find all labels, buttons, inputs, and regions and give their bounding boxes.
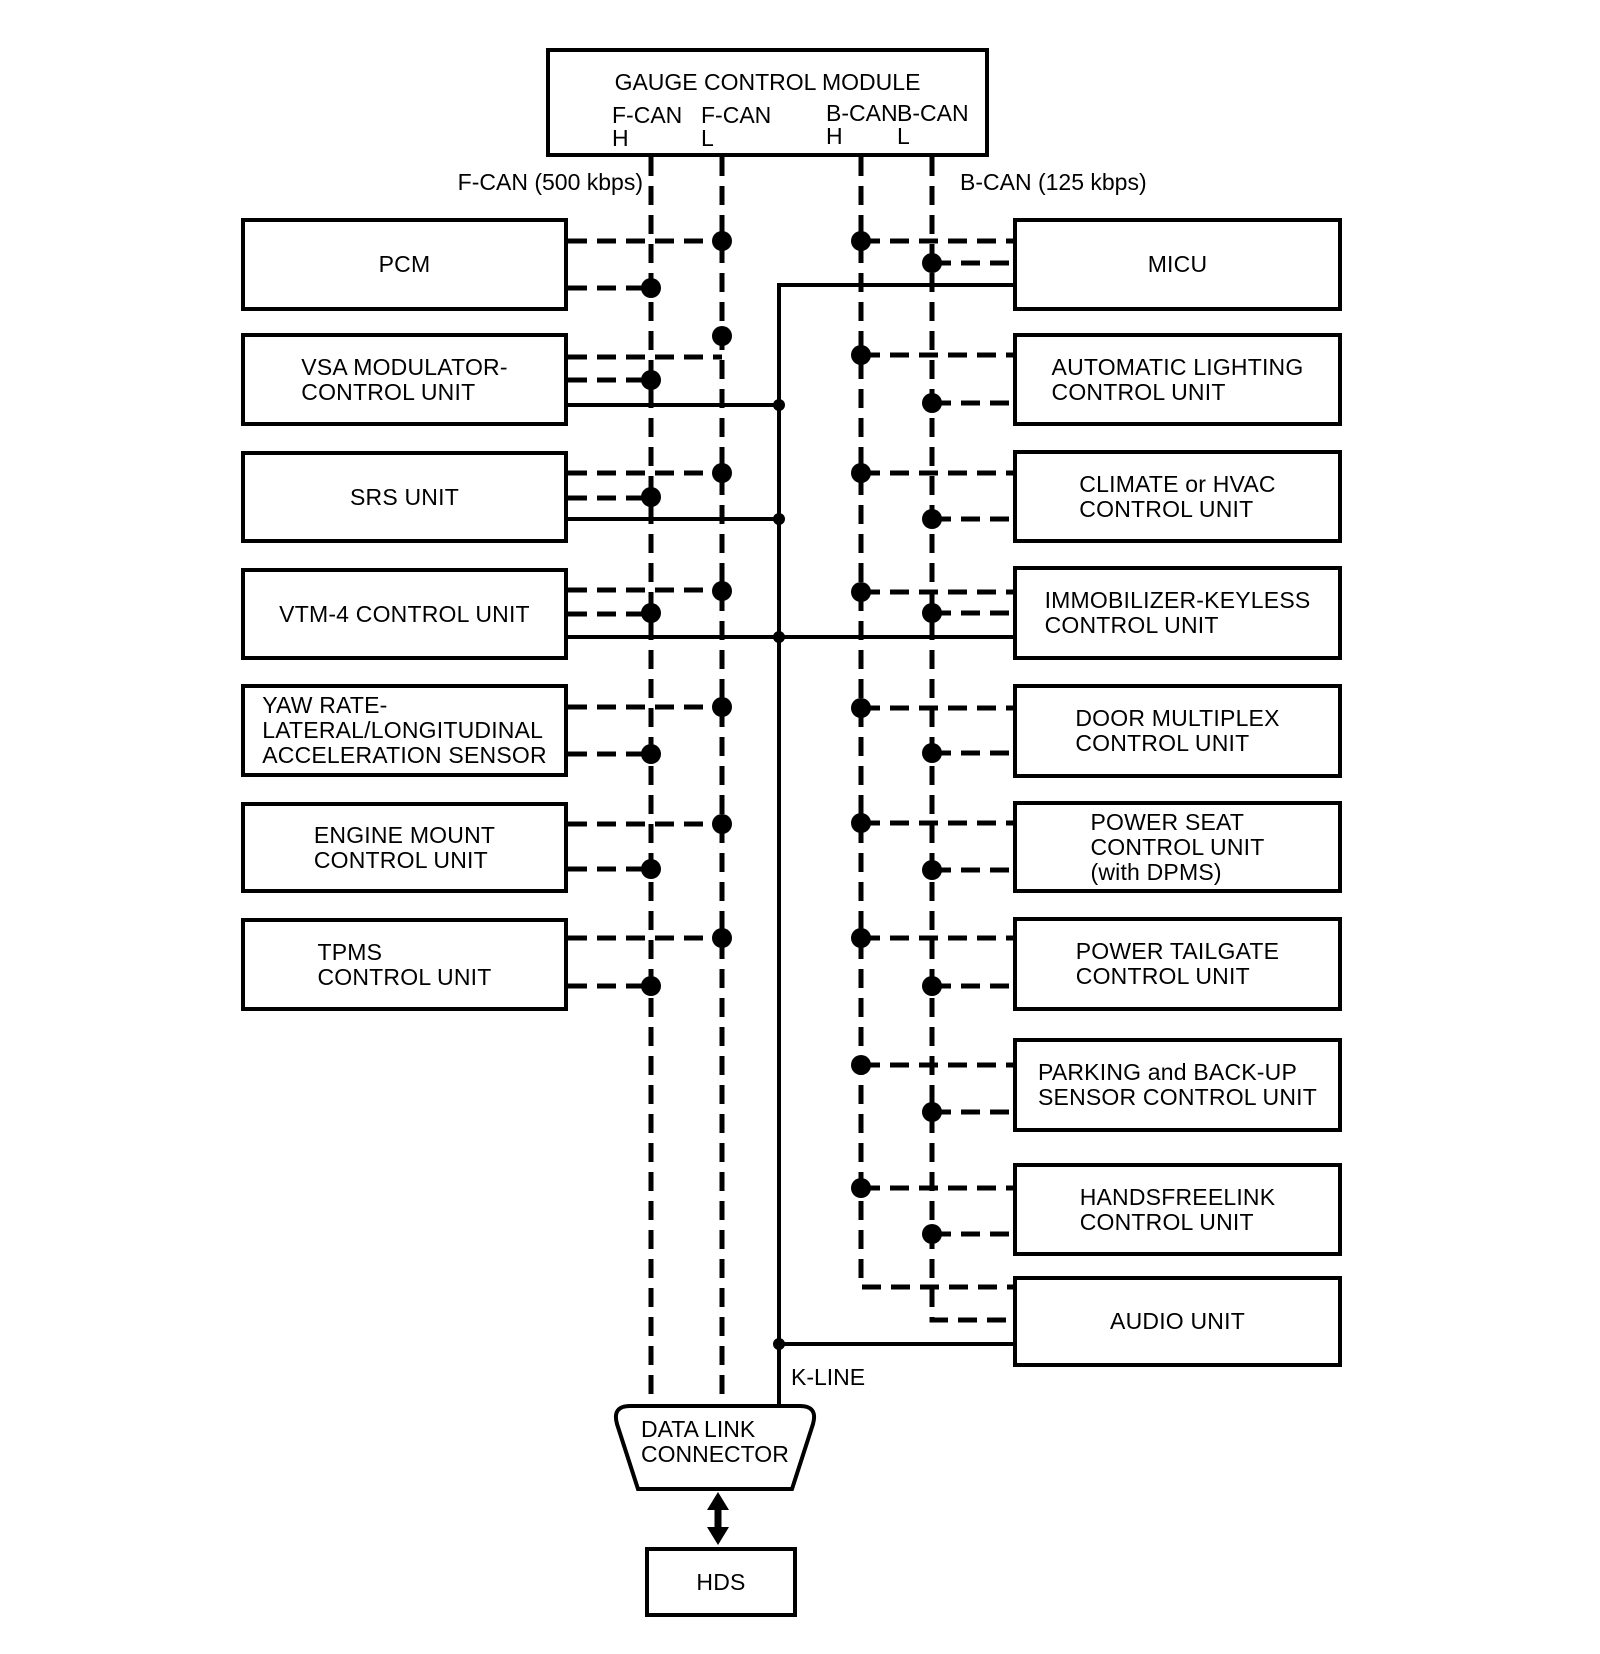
b-can-bus-label: B-CAN (125 kbps) [960,169,1147,195]
f-can-bus-label: F-CAN (500 kbps) [457,169,643,195]
k-line-and-solid-links [568,283,1013,1406]
unit-label: DOOR MULTIPLEX [1075,705,1280,731]
unit-label: ENGINE MOUNT [313,821,496,848]
unit-box-automatic-lighting: AUTOMATIC LIGHTING CONTROL UNIT [1013,333,1342,426]
unit-label: VTM-4 CONTROL UNIT [279,600,530,627]
unit-label: CLIMATE or HVAC [1079,470,1276,497]
unit-label: AUDIO UNIT [1110,1308,1245,1334]
unit-box-gauge-control-module [546,48,989,157]
unit-box-immobilizer-keyless: IMMOBILIZER-KEYLESS CONTROL UNIT [1013,566,1342,660]
pin-bus-name: F-CAN [612,102,683,128]
k-line-label: K-LINE [791,1364,866,1390]
unit-label: SENSOR CONTROL UNIT [1038,1084,1317,1110]
pin-label-f-can-h: F-CAN H [612,104,682,150]
unit-label: CONTROL UNIT [1075,963,1250,989]
left-unit-stub-lines [568,238,722,989]
unit-box-hds: HDS [645,1547,797,1617]
pin-hl: L [701,125,714,151]
unit-label: LATERAL/LONGITUDINAL [262,717,544,743]
unit-label: CONTROL UNIT [1044,612,1219,638]
unit-label: CONTROL UNIT [301,378,476,405]
unit-label: PCM [378,251,431,277]
unit-label: CONTROL UNIT [1051,378,1226,405]
unit-box-yaw-rate-sensor: YAW RATE- LATERAL/LONGITUDINAL ACCELERAT… [241,684,568,777]
pin-label-f-can-l: F-CAN L [701,104,771,150]
gauge-module-title: GAUGE CONTROL MODULE [614,69,921,95]
unit-label: TPMS [317,938,383,965]
unit-label: HANDSFREELINK [1079,1183,1276,1210]
unit-label: CONTROL UNIT [1079,1208,1254,1235]
unit-box-power-seat: POWER SEAT CONTROL UNIT (with DPMS) [1013,801,1342,893]
updown-arrow-icon [707,1492,729,1545]
unit-label: (with DPMS) [1090,858,1222,885]
pin-hl: H [612,125,629,151]
k-line-junction-dots [773,399,785,1350]
unit-box-pcm: PCM [241,218,568,311]
unit-label: CONTROL UNIT [1090,833,1265,860]
unit-box-engine-mount: ENGINE MOUNT CONTROL UNIT [241,802,568,893]
unit-label: VSA MODULATOR- [301,353,508,380]
unit-label: YAW RATE- [262,692,388,718]
unit-box-power-tailgate: POWER TAILGATE CONTROL UNIT [1013,917,1342,1011]
pin-bus-name: B-CAN [826,100,898,126]
unit-box-micu: MICU [1013,218,1342,311]
bus-connection-dots [641,231,942,1244]
unit-label: CONTROL UNIT [317,963,492,990]
unit-label: POWER TAILGATE [1075,938,1280,964]
unit-label: PARKING and BACK-UP [1038,1059,1298,1085]
dlc-label-line: DATA LINK [641,1416,756,1442]
b-can-h-bus-line [858,157,1013,1290]
unit-box-climate-hvac: CLIMATE or HVAC CONTROL UNIT [1013,450,1342,543]
unit-label: HDS [696,1568,746,1595]
unit-box-vsa-modulator: VSA MODULATOR- CONTROL UNIT [241,333,568,426]
data-link-connector-shape [613,1404,817,1491]
unit-box-parking-backup-sensor: PARKING and BACK-UP SENSOR CONTROL UNIT [1013,1038,1342,1132]
pin-bus-name: B-CAN [897,100,969,126]
unit-label: SRS UNIT [350,483,459,510]
bus-lines [648,157,1013,1406]
unit-box-handsfreelink: HANDSFREELINK CONTROL UNIT [1013,1163,1342,1256]
unit-box-vtm4: VTM-4 CONTROL UNIT [241,568,568,660]
unit-label: POWER SEAT [1090,808,1245,835]
pin-label-b-can-l: B-CAN L [897,102,969,148]
unit-label: ACCELERATION SENSOR [262,742,547,768]
pin-hl: H [826,123,843,149]
unit-label: CONTROL UNIT [1075,730,1250,756]
unit-label: AUTOMATIC LIGHTING [1051,353,1304,380]
unit-box-audio: AUDIO UNIT [1013,1276,1342,1367]
unit-label: CONTROL UNIT [1079,495,1254,522]
unit-label: IMMOBILIZER-KEYLESS [1044,587,1311,613]
pin-label-b-can-h: B-CAN H [826,102,898,148]
k-line [777,283,1013,1406]
unit-box-tpms: TPMS CONTROL UNIT [241,918,568,1011]
b-can-l-bus-line [929,157,1013,1323]
right-unit-stub-lines [861,238,1013,1237]
unit-box-srs: SRS UNIT [241,451,568,543]
unit-box-door-multiplex: DOOR MULTIPLEX CONTROL UNIT [1013,684,1342,778]
pin-hl: L [897,123,910,149]
data-link-connector-label: DATA LINK CONNECTOR [641,1417,789,1467]
unit-label: MICU [1147,251,1208,277]
pin-bus-name: F-CAN [701,102,772,128]
unit-label: CONTROL UNIT [313,846,488,873]
dlc-label-line: CONNECTOR [641,1441,789,1467]
